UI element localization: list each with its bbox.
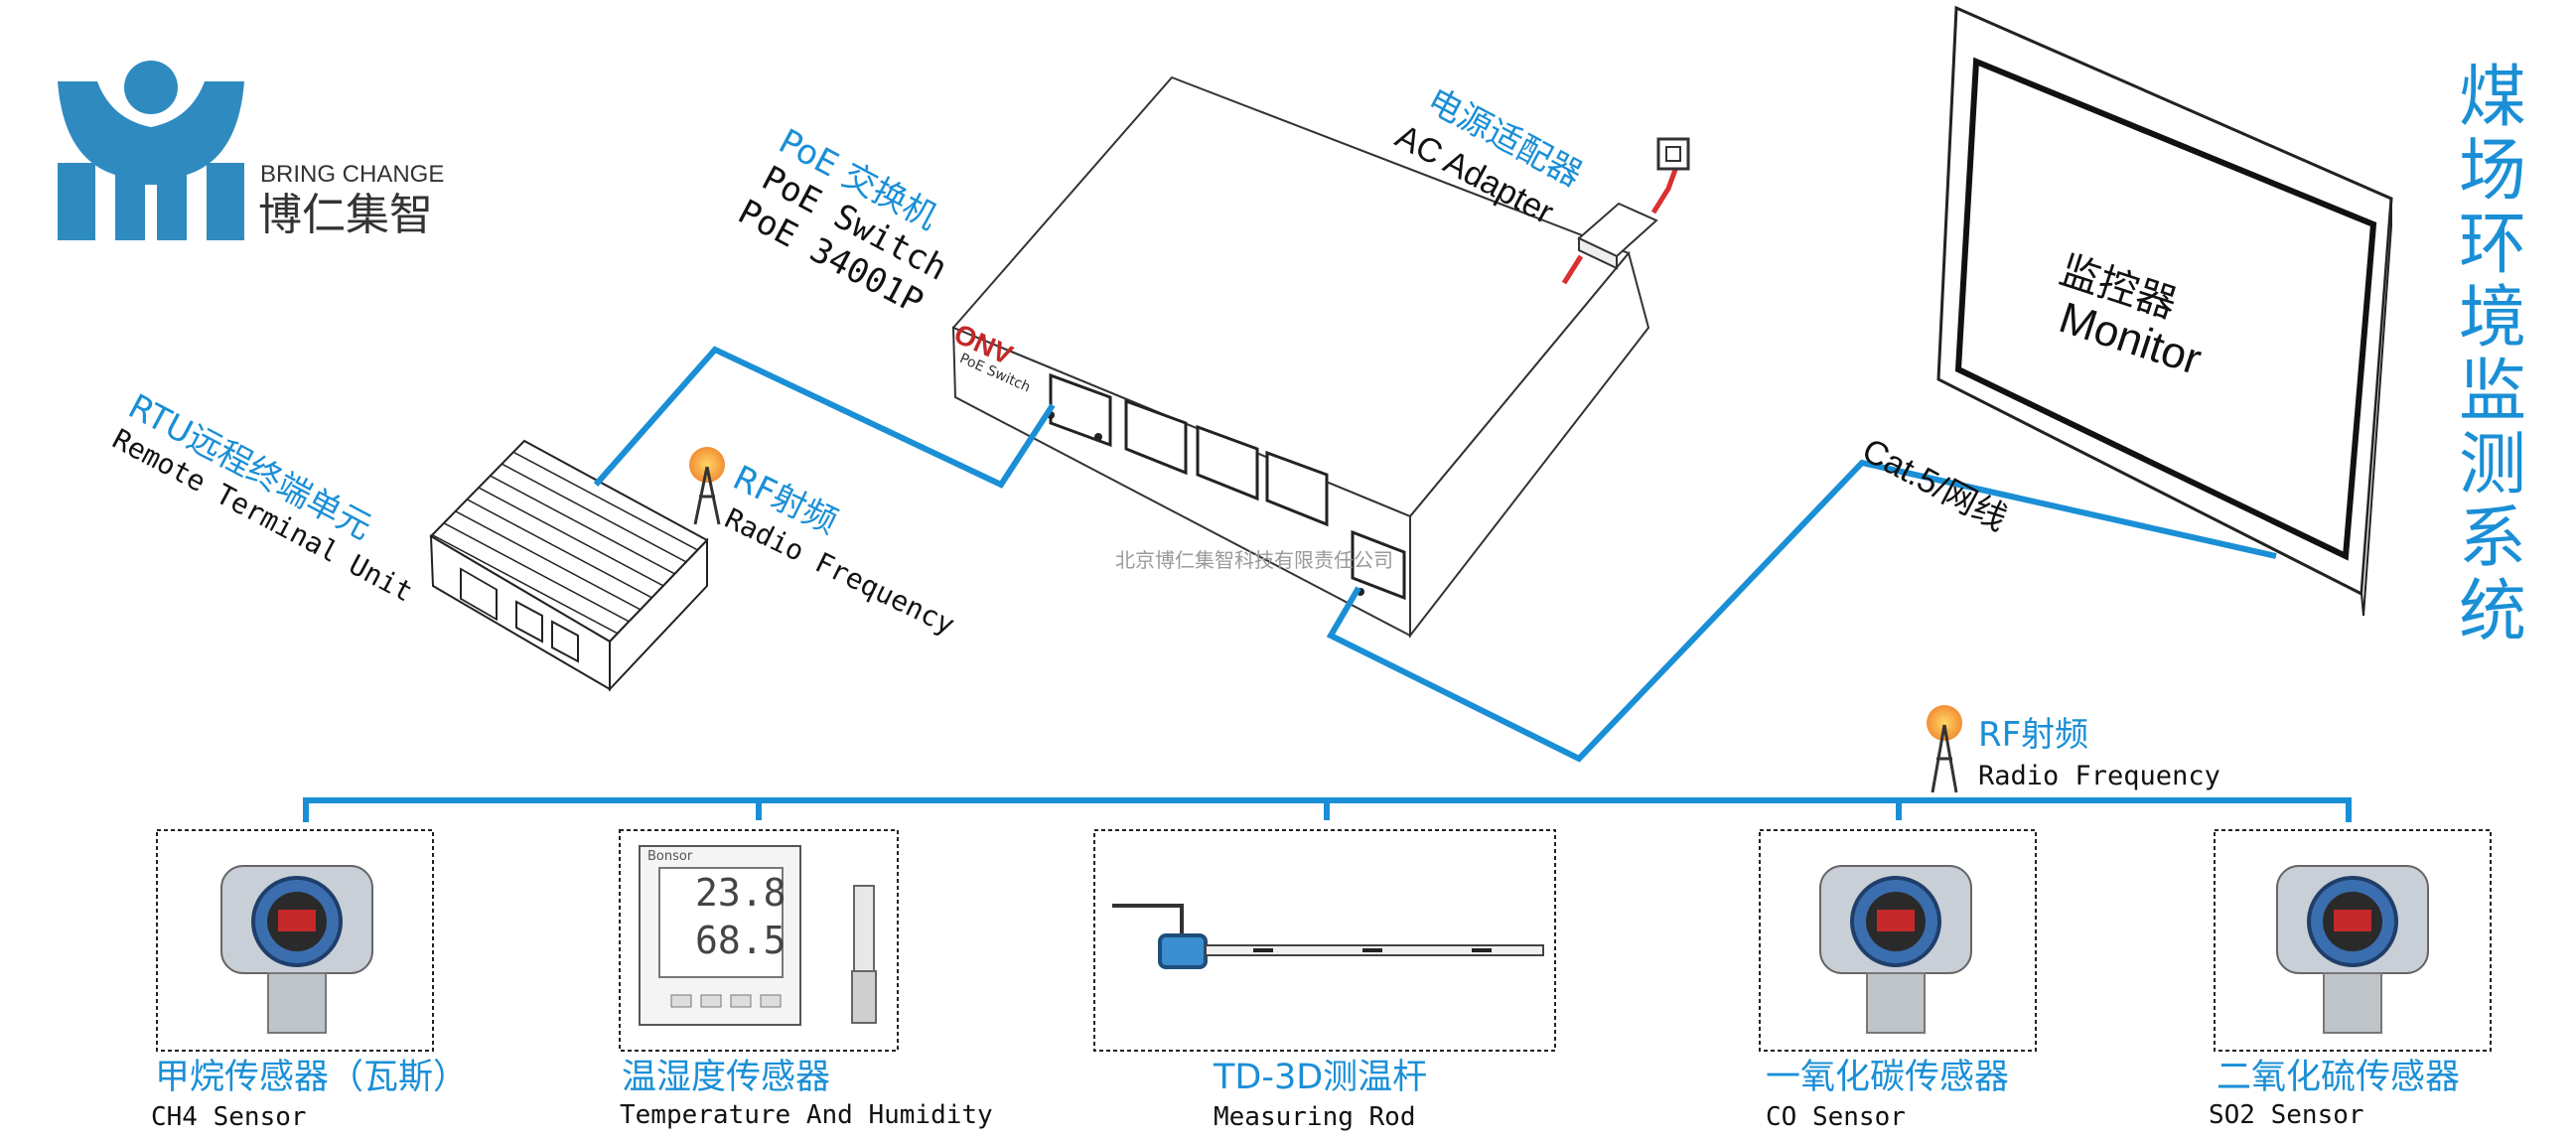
sensor-so2-label-cn: 二氧化硫传感器	[2217, 1058, 2461, 1097]
ch4-sensor-device	[220, 865, 373, 1034]
sensor-frames	[156, 829, 2492, 1052]
poe-switch-device	[951, 75, 1650, 639]
sensor-th-label-cn: 温湿度传感器	[622, 1058, 831, 1097]
temp-humidity-device	[639, 845, 877, 1026]
network-cables	[303, 346, 2352, 822]
co-sensor-device	[1819, 865, 1972, 1034]
sensor-rod-label-cn: TD-3D测温杆	[1214, 1058, 1428, 1097]
rtu-device	[429, 439, 709, 692]
logo-brand-cn: 博仁集智	[258, 190, 433, 240]
logo-brand-en: BRING CHANGE	[260, 161, 445, 188]
watermark: 北京博仁集智科技有限责任公司	[1115, 548, 1393, 572]
sensor-ch4-label-cn: 甲烷传感器（瓦斯）	[155, 1058, 469, 1097]
sensor-so2-label-en: SO2 Sensor	[2209, 1100, 2364, 1130]
system-title: 煤场环境监测系统	[2458, 59, 2526, 651]
sensor-co-label-en: CO Sensor	[1766, 1102, 1906, 1132]
sensor-ch4-label-en: CH4 Sensor	[151, 1102, 307, 1132]
temp-readout: 23.8	[695, 871, 787, 915]
humidity-readout: 68.5	[695, 919, 787, 962]
monitor-device	[1936, 5, 2393, 617]
measuring-rod-device	[1112, 904, 1544, 969]
logo-mark	[58, 61, 244, 240]
so2-sensor-device	[2276, 865, 2429, 1034]
ac-adapter-device	[1561, 137, 1690, 285]
temp-device-brand: Bonsor	[647, 849, 693, 864]
rf-antenna-bus	[1927, 705, 1962, 793]
rf-antenna-top	[689, 447, 725, 525]
sensor-th-label-en: Temperature And Humidity	[620, 1100, 993, 1130]
rf-bus-label-cn: RF射频	[1978, 715, 2089, 755]
sensor-rod-label-en: Measuring Rod	[1214, 1102, 1416, 1132]
rf-bus-label-en: Radio Frequency	[1978, 761, 2220, 791]
sensor-co-label-cn: 一氧化碳传感器	[1766, 1058, 2010, 1097]
